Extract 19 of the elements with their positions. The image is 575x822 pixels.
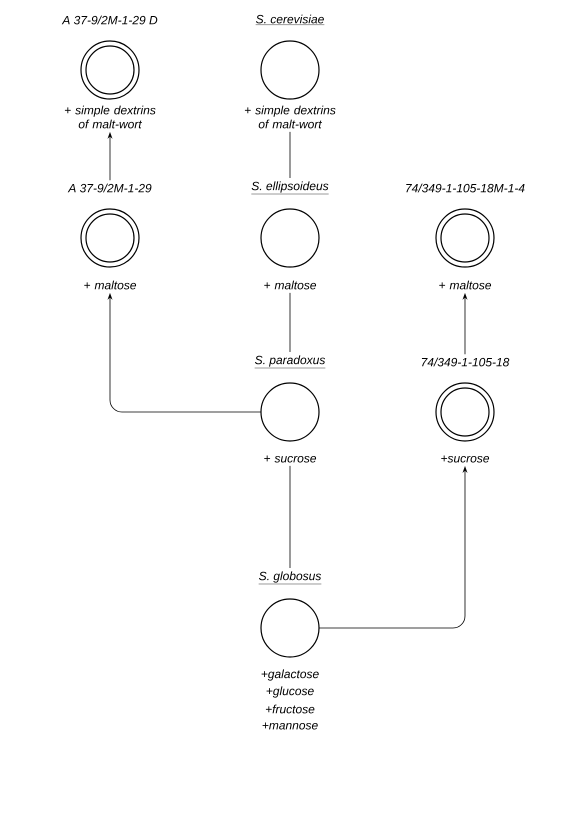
strain-name: 74/349-1-105-18M-1-4 <box>406 184 525 192</box>
sugar-label: +mannose <box>262 722 318 730</box>
strain-name: S. globosus <box>258 571 322 584</box>
strain-name: A 37-9/2M-1-29 D <box>62 16 158 24</box>
sugar-label: + maltose <box>84 280 136 290</box>
sugar-label: +glucose <box>266 686 314 698</box>
sugar-label: + maltose <box>439 280 492 290</box>
strain-name: S. paradoxus <box>254 355 326 368</box>
sugar-label: + simple dextrins of malt-wort <box>244 106 336 128</box>
sugar-label: + maltose <box>264 280 316 290</box>
sugar-label: +sucrose <box>441 455 490 463</box>
sugar-label: + sucrose <box>264 455 316 463</box>
strain-name: 74/349-1-105-18 <box>422 358 510 366</box>
strain-name: S. cerevisiae <box>255 14 325 26</box>
strain-name: S. ellipsoideus <box>251 181 329 194</box>
strain-name: A 37-9/2M-1-29 <box>68 184 152 192</box>
sugar-label: + simple dextrins of malt-wort <box>64 106 156 128</box>
sugar-label: +fructose <box>266 704 314 714</box>
sugar-label: +galactose <box>262 669 319 681</box>
